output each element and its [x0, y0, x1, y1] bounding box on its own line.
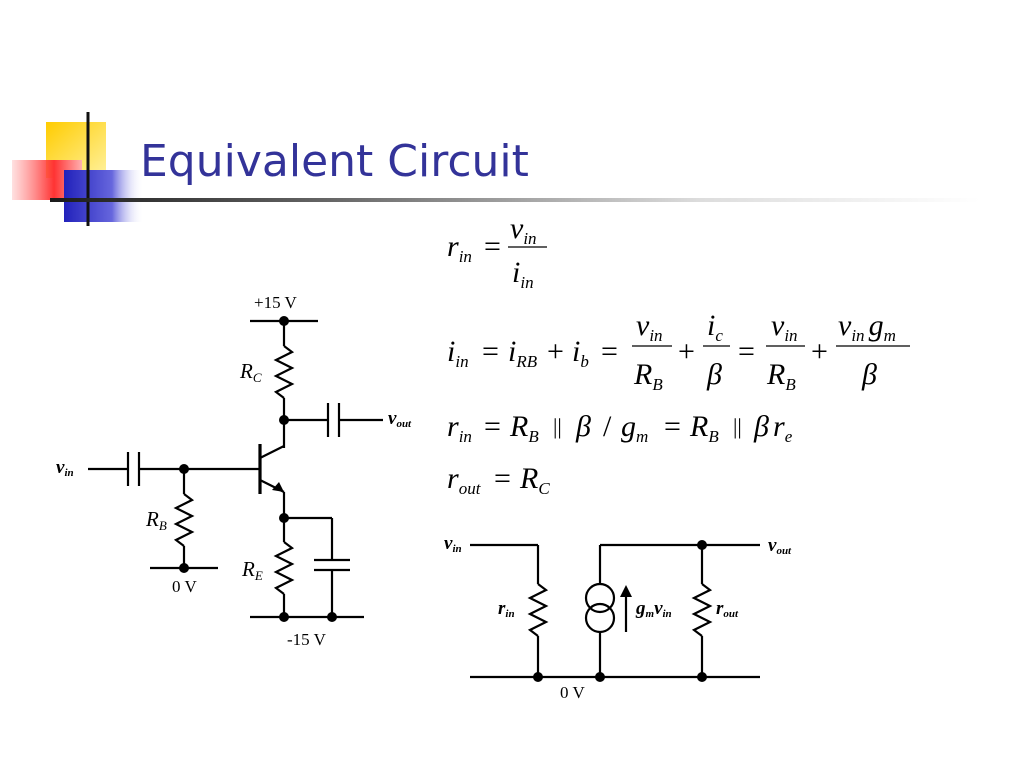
eq1-equals: = — [484, 230, 501, 263]
eq2-f2-num: ic — [707, 309, 723, 345]
title-decoration — [12, 112, 144, 226]
eq3-rb2: RB — [689, 410, 719, 446]
eq4-rc: RC — [519, 462, 550, 498]
eq2-f1-den: RB — [633, 358, 663, 394]
eq2-f3-den: RB — [766, 358, 796, 394]
eq2-irb: iRB — [508, 335, 538, 371]
re-label: RE — [241, 557, 263, 583]
eq2-lhs: iin — [447, 335, 469, 371]
ss-ground-label: 0 V — [560, 683, 585, 702]
re-resistor — [273, 541, 295, 595]
eq2-equals-2: = — [601, 335, 618, 368]
ss-gm-label: gmvin — [635, 598, 672, 620]
rb-label: RB — [145, 507, 167, 533]
eq3-re: re — [773, 410, 793, 446]
eq4-lhs: rout — [447, 462, 482, 498]
eq3-lhs: rin — [447, 410, 472, 446]
equation-rin-parallel: rin = RB || β / gm = RB || β re — [447, 410, 793, 446]
eq2-ib: ib — [572, 335, 589, 371]
eq3-parallel-2: || — [733, 414, 742, 439]
ss-vout-label: vout — [768, 535, 792, 557]
eq2-plus-2: + — [678, 335, 695, 368]
eq1-lhs: rin — [447, 230, 472, 266]
title-rule — [50, 198, 980, 202]
amp-vout-label: vout — [388, 408, 412, 430]
rb-resistor — [173, 493, 195, 547]
eq1-denominator: iin — [512, 256, 534, 292]
ss-rin-label: rin — [498, 598, 515, 620]
slide-title: Equivalent Circuit — [140, 136, 529, 187]
eq3-slash: / — [603, 410, 612, 443]
ss-rout-label: rout — [716, 598, 739, 620]
rc-label: RC — [239, 359, 262, 385]
eq3-beta2: β — [753, 410, 769, 443]
eq3-rb: RB — [509, 410, 539, 446]
eq2-f4-den: β — [861, 358, 877, 391]
amp-vin-label: vin — [56, 457, 74, 479]
deco-blue-square — [64, 170, 144, 222]
eq3-gm: gm — [621, 410, 648, 446]
eq2-plus-3: + — [811, 335, 828, 368]
eq2-equals-3: = — [738, 335, 755, 368]
eq3-equals-1: = — [484, 410, 501, 443]
equation-rout: rout = RC — [447, 462, 550, 498]
amp-ground-label: 0 V — [172, 577, 197, 596]
equation-rin: rin = vin iin — [447, 212, 547, 292]
eq2-equals-1: = — [482, 335, 499, 368]
eq2-plus-1: + — [547, 335, 564, 368]
eq3-parallel-1: || — [553, 414, 562, 439]
eq2-f3-num: vin — [771, 309, 798, 345]
eq2-f1-num: vin — [636, 309, 663, 345]
eq2-f2-den: β — [706, 358, 722, 391]
eq3-equals-2: = — [664, 410, 681, 443]
rc-resistor — [273, 345, 295, 399]
eq4-equals: = — [494, 462, 511, 495]
eq3-beta: β — [575, 410, 591, 443]
current-source — [584, 582, 616, 614]
ss-vin-label: vin — [444, 533, 462, 555]
supply-neg-label: -15 V — [287, 630, 327, 649]
rout-resistor — [691, 583, 713, 637]
eq1-numerator: vin — [510, 212, 537, 248]
supply-pos-label: +15 V — [254, 293, 298, 312]
equation-iin: iin = iRB + ib = vin RB + ic β = vin RB … — [447, 309, 910, 394]
rin-resistor — [527, 583, 549, 637]
